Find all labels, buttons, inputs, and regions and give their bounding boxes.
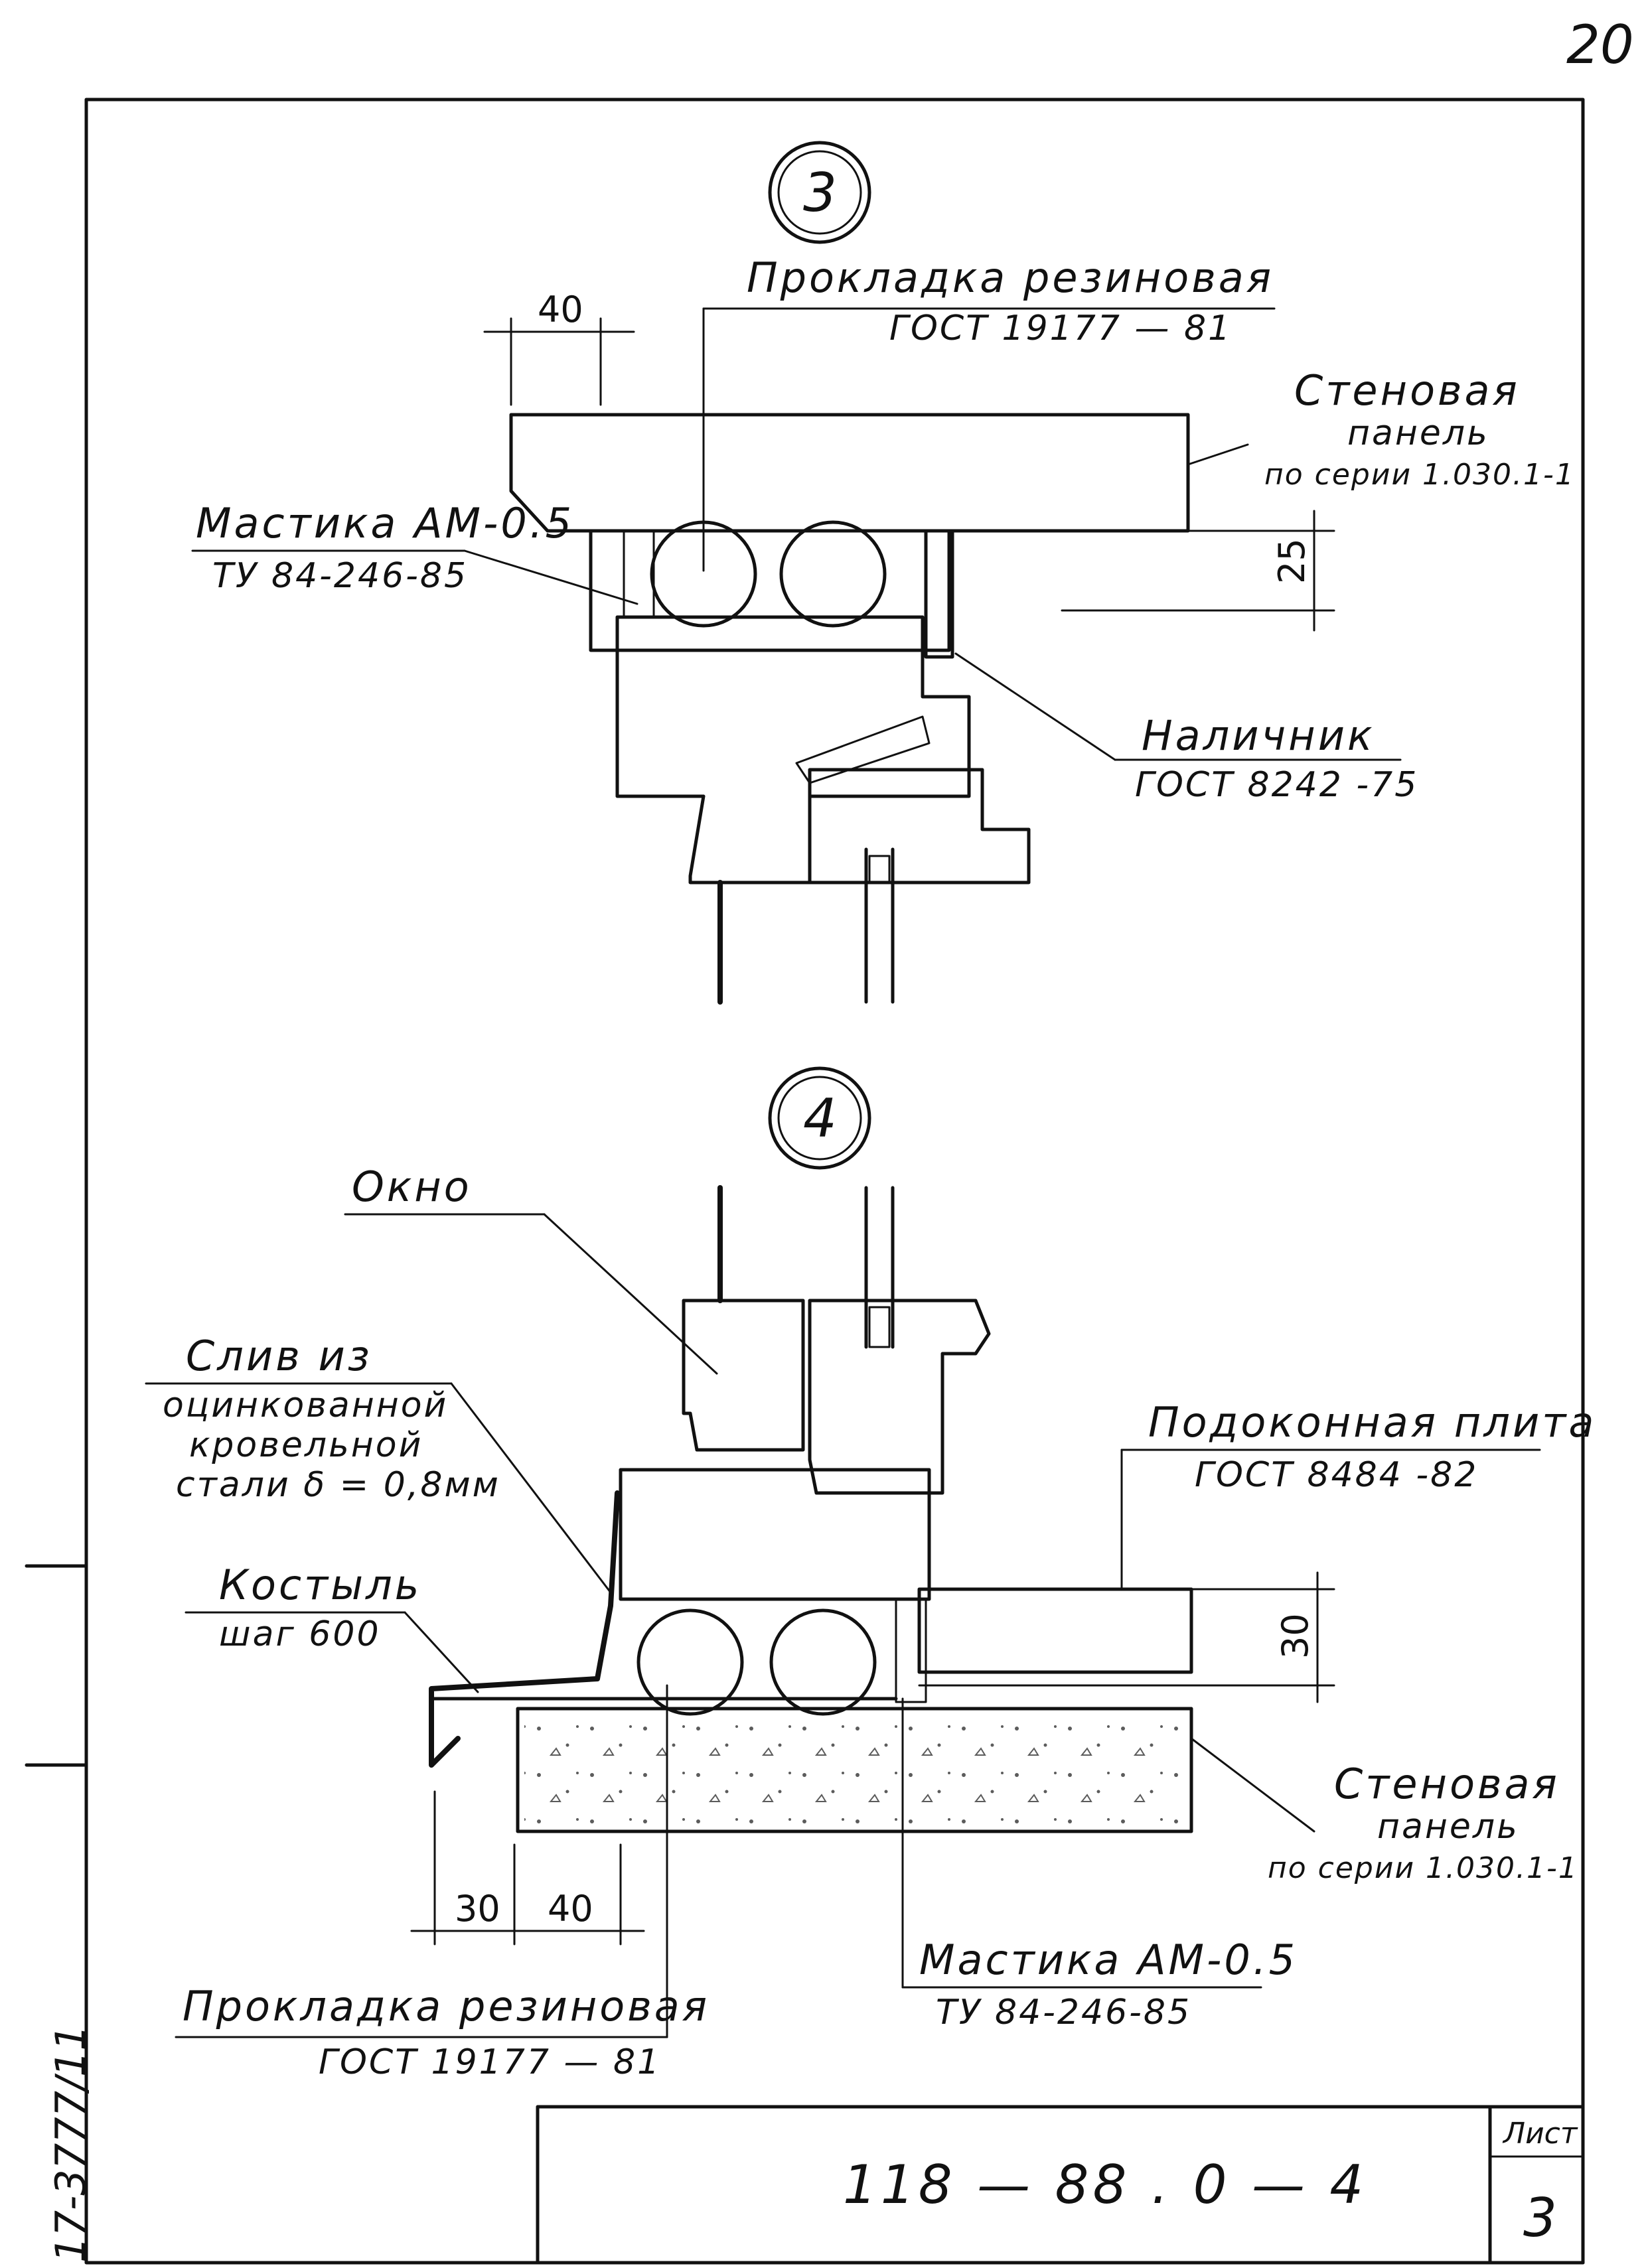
leader-wall	[1190, 1737, 1315, 1833]
leader-anchor	[404, 1611, 479, 1693]
label-wall-2: панель	[1347, 413, 1489, 453]
label-drip-2: оцинкованной	[163, 1385, 448, 1425]
detail-marker-circle	[768, 1066, 871, 1170]
mastic-layer	[895, 1598, 927, 1703]
title-block: 118 — 88 . 0 — 4 Лист 3	[536, 2105, 1585, 2265]
label-gasket-4: Прокладка резиновая	[183, 1982, 710, 2030]
label-gasket-std: ГОСТ 19177 — 81	[889, 309, 1232, 348]
label-wall-4-2: панель	[1377, 1807, 1519, 1847]
sill-plate	[917, 1587, 1193, 1674]
label-mastic-4-std: ТУ 84-246-85	[936, 1993, 1191, 2032]
dim-30-bottom: 30	[455, 1888, 500, 1930]
leader-drip	[450, 1382, 612, 1594]
sash-profile	[808, 768, 1031, 885]
label-wall-4-series: по серии 1.030.1-1	[1268, 1851, 1578, 1885]
dim-25: 25	[1271, 538, 1313, 584]
window-frame-profile	[615, 615, 971, 885]
title-block-frame	[536, 2105, 1585, 2265]
label-sill: Подоконная плита	[1148, 1398, 1596, 1447]
box-frame	[589, 529, 951, 652]
doc-code: 118 — 88 . 0 — 4	[843, 2154, 1367, 2216]
wall-panel-texture	[524, 1715, 1185, 1825]
detail-3: 3 40 25 Прокладка резиновая ГОС	[191, 141, 1575, 1005]
label-anchor-step: шаг 600	[219, 1614, 381, 1654]
glazing-bead	[868, 1306, 891, 1348]
leader-wall	[1187, 443, 1249, 466]
label-drip-3: кровельной	[189, 1425, 423, 1465]
wall-panel	[509, 413, 1190, 533]
sash-profile	[682, 1299, 805, 1452]
label-casing: Наличник	[1142, 711, 1375, 760]
detail-marker-circle	[777, 150, 862, 235]
label-mastic-std: ТУ 84-246-85	[212, 556, 468, 596]
label-drip-4: стали δ = 0,8мм	[176, 1465, 500, 1505]
wall-panel	[516, 1707, 1193, 1833]
page-number: 20	[1566, 14, 1634, 76]
leader-casing	[954, 652, 1116, 761]
label-window: Окно	[352, 1163, 472, 1211]
label-wall: Стеновая	[1294, 366, 1520, 415]
rubber-gasket	[769, 1608, 877, 1716]
detail-marker-circle	[777, 1076, 862, 1161]
label-sill-std: ГОСТ 8484 -82	[1195, 1455, 1478, 1495]
label-casing-std: ГОСТ 8242 -75	[1135, 765, 1418, 805]
label-wall-4: Стеновая	[1334, 1760, 1560, 1808]
detail-marker-4: 4	[803, 1088, 837, 1149]
sheet-label: Лист	[1502, 2117, 1578, 2151]
sash-profile	[808, 1299, 991, 1495]
mastic-layer	[623, 530, 655, 618]
label-gasket-4-std: ГОСТ 19177 — 81	[319, 2042, 661, 2082]
glazing-bead	[868, 855, 891, 884]
label-mastic: Мастика АМ-0.5	[196, 499, 574, 547]
dim-40-bottom: 40	[548, 1888, 593, 1930]
label-anchor: Костыль	[219, 1561, 421, 1609]
detail-marker-circle	[768, 141, 871, 244]
leader-window	[543, 1213, 718, 1375]
window-frame-profile	[619, 1468, 931, 1601]
drip-flashing	[429, 1490, 620, 1768]
leader-mastic	[463, 549, 638, 605]
rubber-gasket	[636, 1608, 744, 1716]
frame-rebate	[795, 715, 931, 784]
detail-4: 4 30 40 30	[145, 1066, 1596, 2082]
dim-40-top: 40	[538, 289, 583, 330]
label-gasket: Прокладка резиновая	[747, 253, 1274, 302]
label-wall-series: по серии 1.030.1-1	[1264, 458, 1575, 492]
detail-marker-3: 3	[803, 162, 837, 224]
sheet-number: 3	[1523, 2187, 1557, 2249]
label-mastic-4: Мастика АМ-0.5	[919, 1936, 1298, 1984]
casing-trim	[924, 529, 954, 659]
side-stamp: 17-3777/11	[46, 2024, 95, 2263]
label-drip-1: Слив из	[186, 1332, 372, 1380]
rubber-gasket	[779, 520, 887, 628]
dim-30-vertical: 30	[1274, 1613, 1316, 1659]
